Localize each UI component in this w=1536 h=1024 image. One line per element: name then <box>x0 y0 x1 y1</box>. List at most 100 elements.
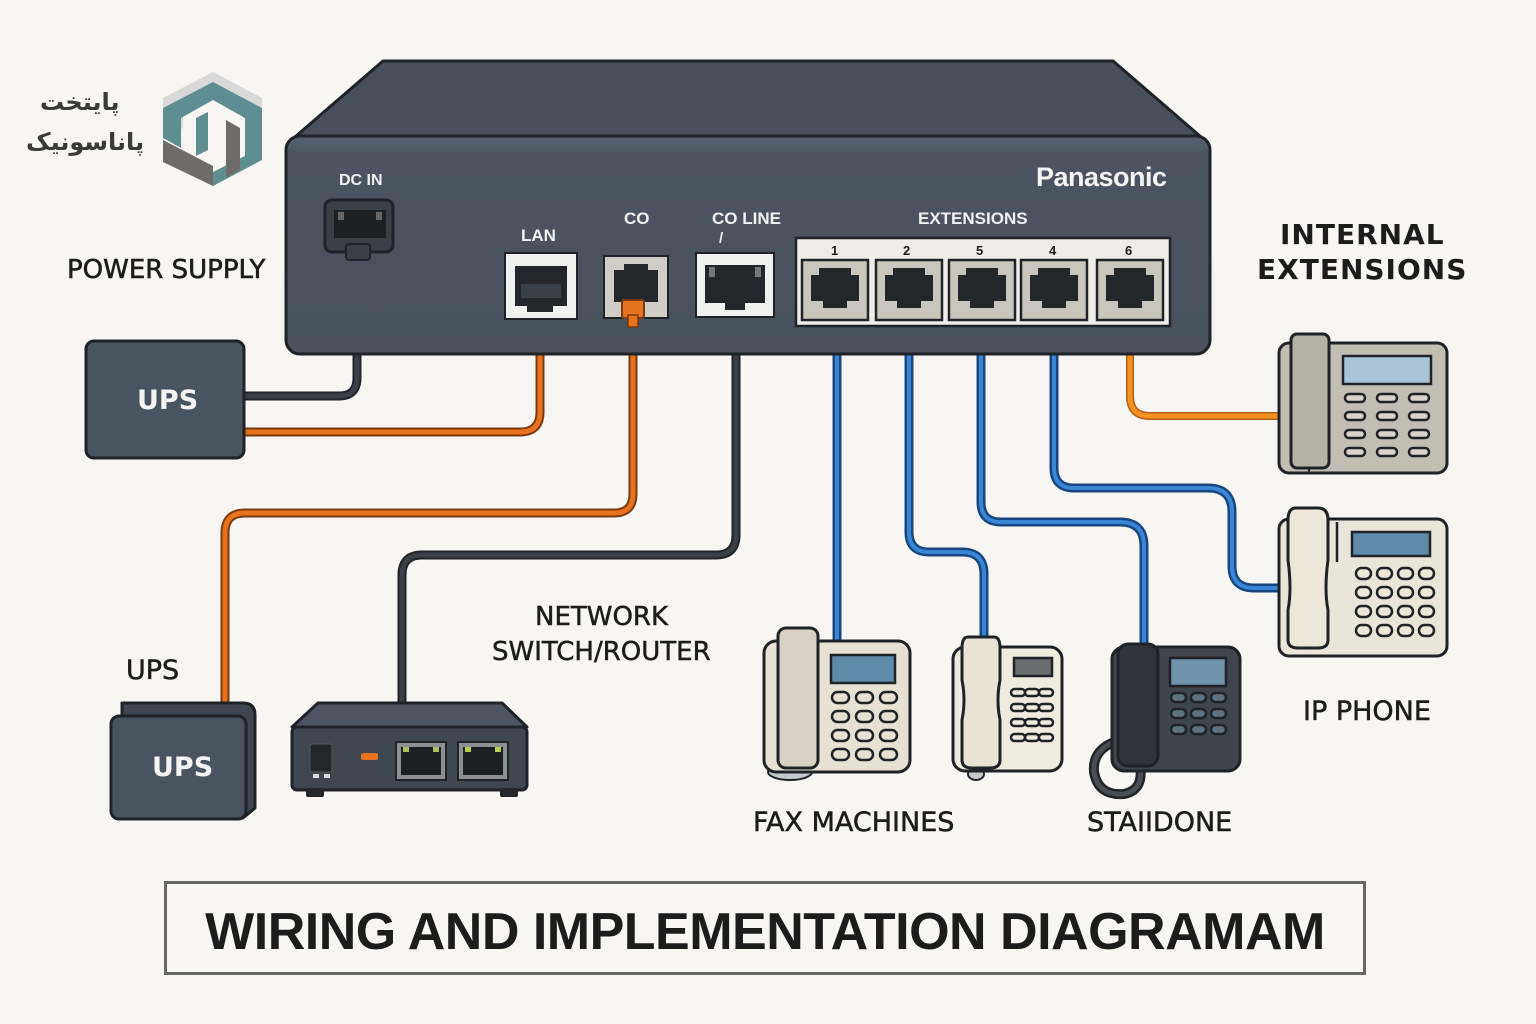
keypad-button <box>1396 585 1415 600</box>
co-label: CO <box>624 209 650 228</box>
keypad-button <box>1417 623 1436 638</box>
extension-port-6[interactable] <box>1095 258 1165 322</box>
keypad-button <box>1375 623 1394 638</box>
keypad-button <box>1343 446 1367 458</box>
lan-port[interactable] <box>504 252 578 320</box>
keypad-button <box>1375 604 1394 619</box>
keypad-button <box>1009 702 1027 713</box>
co-port[interactable] <box>603 255 669 328</box>
keypad-button <box>830 690 851 705</box>
extension-port-number: 4 <box>1049 243 1057 258</box>
keypad-button <box>1375 446 1399 458</box>
keypad-button <box>854 709 875 724</box>
keypad-button <box>878 709 899 724</box>
keypad-button <box>1169 691 1188 704</box>
diagram-title: WIRING AND IMPLEMENTATION DIAGRAMAM <box>205 903 1325 961</box>
ip-phone <box>1277 506 1449 658</box>
keypad-button <box>1169 723 1188 736</box>
keypad-button <box>878 690 899 705</box>
router-port-1[interactable] <box>395 741 447 781</box>
cable-lan-to-ups <box>240 313 545 437</box>
extensions-label: EXTENSIONS <box>918 209 1028 228</box>
keypad-button <box>1407 392 1431 404</box>
standone-label: STAIIDONE <box>1087 807 1233 839</box>
keypad-button <box>1354 604 1373 619</box>
keypad-button <box>1023 717 1041 728</box>
pbx-unit <box>284 59 1212 356</box>
co-line-port[interactable] <box>695 252 775 318</box>
lan-label: LAN <box>521 226 556 245</box>
co-line-mark: / <box>719 230 724 247</box>
keypad-button <box>1009 687 1027 698</box>
keypad-button <box>1375 585 1394 600</box>
extension-port-1[interactable] <box>800 258 870 322</box>
keypad-button <box>1037 717 1055 728</box>
extension-port-5[interactable] <box>947 258 1017 322</box>
dc-in-port[interactable] <box>323 198 395 261</box>
keypad-button <box>830 728 851 743</box>
fax-machine-phone-2 <box>951 635 1064 781</box>
power-supply-label: POWER SUPPLY <box>67 255 266 286</box>
ups-top-box-label: UPS <box>137 385 199 416</box>
keypad-button <box>1407 446 1431 458</box>
extension-port-number: 5 <box>976 243 984 258</box>
cable-co-to-ups <box>220 320 638 710</box>
cable-dc-in-to-ups <box>240 240 362 401</box>
cable-co-line-to-router <box>397 311 741 709</box>
keypad-button <box>1375 566 1394 581</box>
keypad-button <box>854 690 875 705</box>
extension-port-4[interactable] <box>1019 258 1089 322</box>
keypad-button <box>1396 566 1415 581</box>
keypad-button <box>1023 687 1041 698</box>
logo-text-line2: پاناسونیک <box>26 128 145 156</box>
router-port-2[interactable] <box>457 741 509 781</box>
network-switch-label-line2: SWITCH/ROUTER <box>492 637 711 668</box>
cable-ext6-to-internal-phone <box>1126 316 1286 420</box>
keypad-button <box>1169 707 1188 720</box>
keypad-button <box>1354 585 1373 600</box>
standone-phone <box>1088 642 1242 800</box>
keypad-button <box>830 709 851 724</box>
keypad-button <box>1037 702 1055 713</box>
network-switch-label-line1: NETWORK <box>535 602 669 633</box>
network-router <box>290 701 529 797</box>
panasonic-brand-logo: Panasonic <box>1036 162 1167 192</box>
cable-ext4-to-ip-phone <box>1049 315 1287 593</box>
keypad-button <box>1396 623 1415 638</box>
ups-bottom-box <box>109 701 257 821</box>
keypad-button <box>1009 717 1027 728</box>
fax-machine-phone-1 <box>762 626 912 781</box>
keypad-button <box>1354 623 1373 638</box>
ups-bottom-box-label: UPS <box>152 752 214 783</box>
keypad-button <box>1343 428 1367 440</box>
extension-port-number: 2 <box>903 243 911 258</box>
keypad-button <box>1023 732 1041 743</box>
extension-port-2[interactable] <box>874 258 944 322</box>
cable-ext5-to-standone-phone <box>976 315 1149 651</box>
keypad-button <box>1037 687 1055 698</box>
ip-phone-label: IP PHONE <box>1303 696 1431 728</box>
extension-port-number: 6 <box>1125 243 1133 258</box>
fax-machines-label: FAX MACHINES <box>753 807 955 839</box>
dc-in-label: DC IN <box>339 172 383 189</box>
keypad-button <box>1354 566 1373 581</box>
keypad-button <box>1189 707 1208 720</box>
keypad-button <box>878 747 899 762</box>
keypad-button <box>878 728 899 743</box>
cable-ext2-to-fax-phone <box>904 315 989 643</box>
keypad-button <box>1417 585 1436 600</box>
keypad-button <box>1343 410 1367 422</box>
ups-power-supply-box <box>84 339 246 460</box>
keypad-button <box>1375 410 1399 422</box>
keypad-button <box>1189 691 1208 704</box>
keypad-button <box>1396 604 1415 619</box>
keypad-button <box>1417 604 1436 619</box>
keypad-button <box>1209 707 1228 720</box>
keypad-button <box>1209 723 1228 736</box>
keypad-button <box>1375 428 1399 440</box>
keypad-button <box>854 747 875 762</box>
ups-bottom-caption: UPS <box>126 655 180 687</box>
keypad-button <box>854 728 875 743</box>
internal-extension-phone <box>1277 332 1449 475</box>
co-line-label: CO LINE <box>712 209 781 228</box>
